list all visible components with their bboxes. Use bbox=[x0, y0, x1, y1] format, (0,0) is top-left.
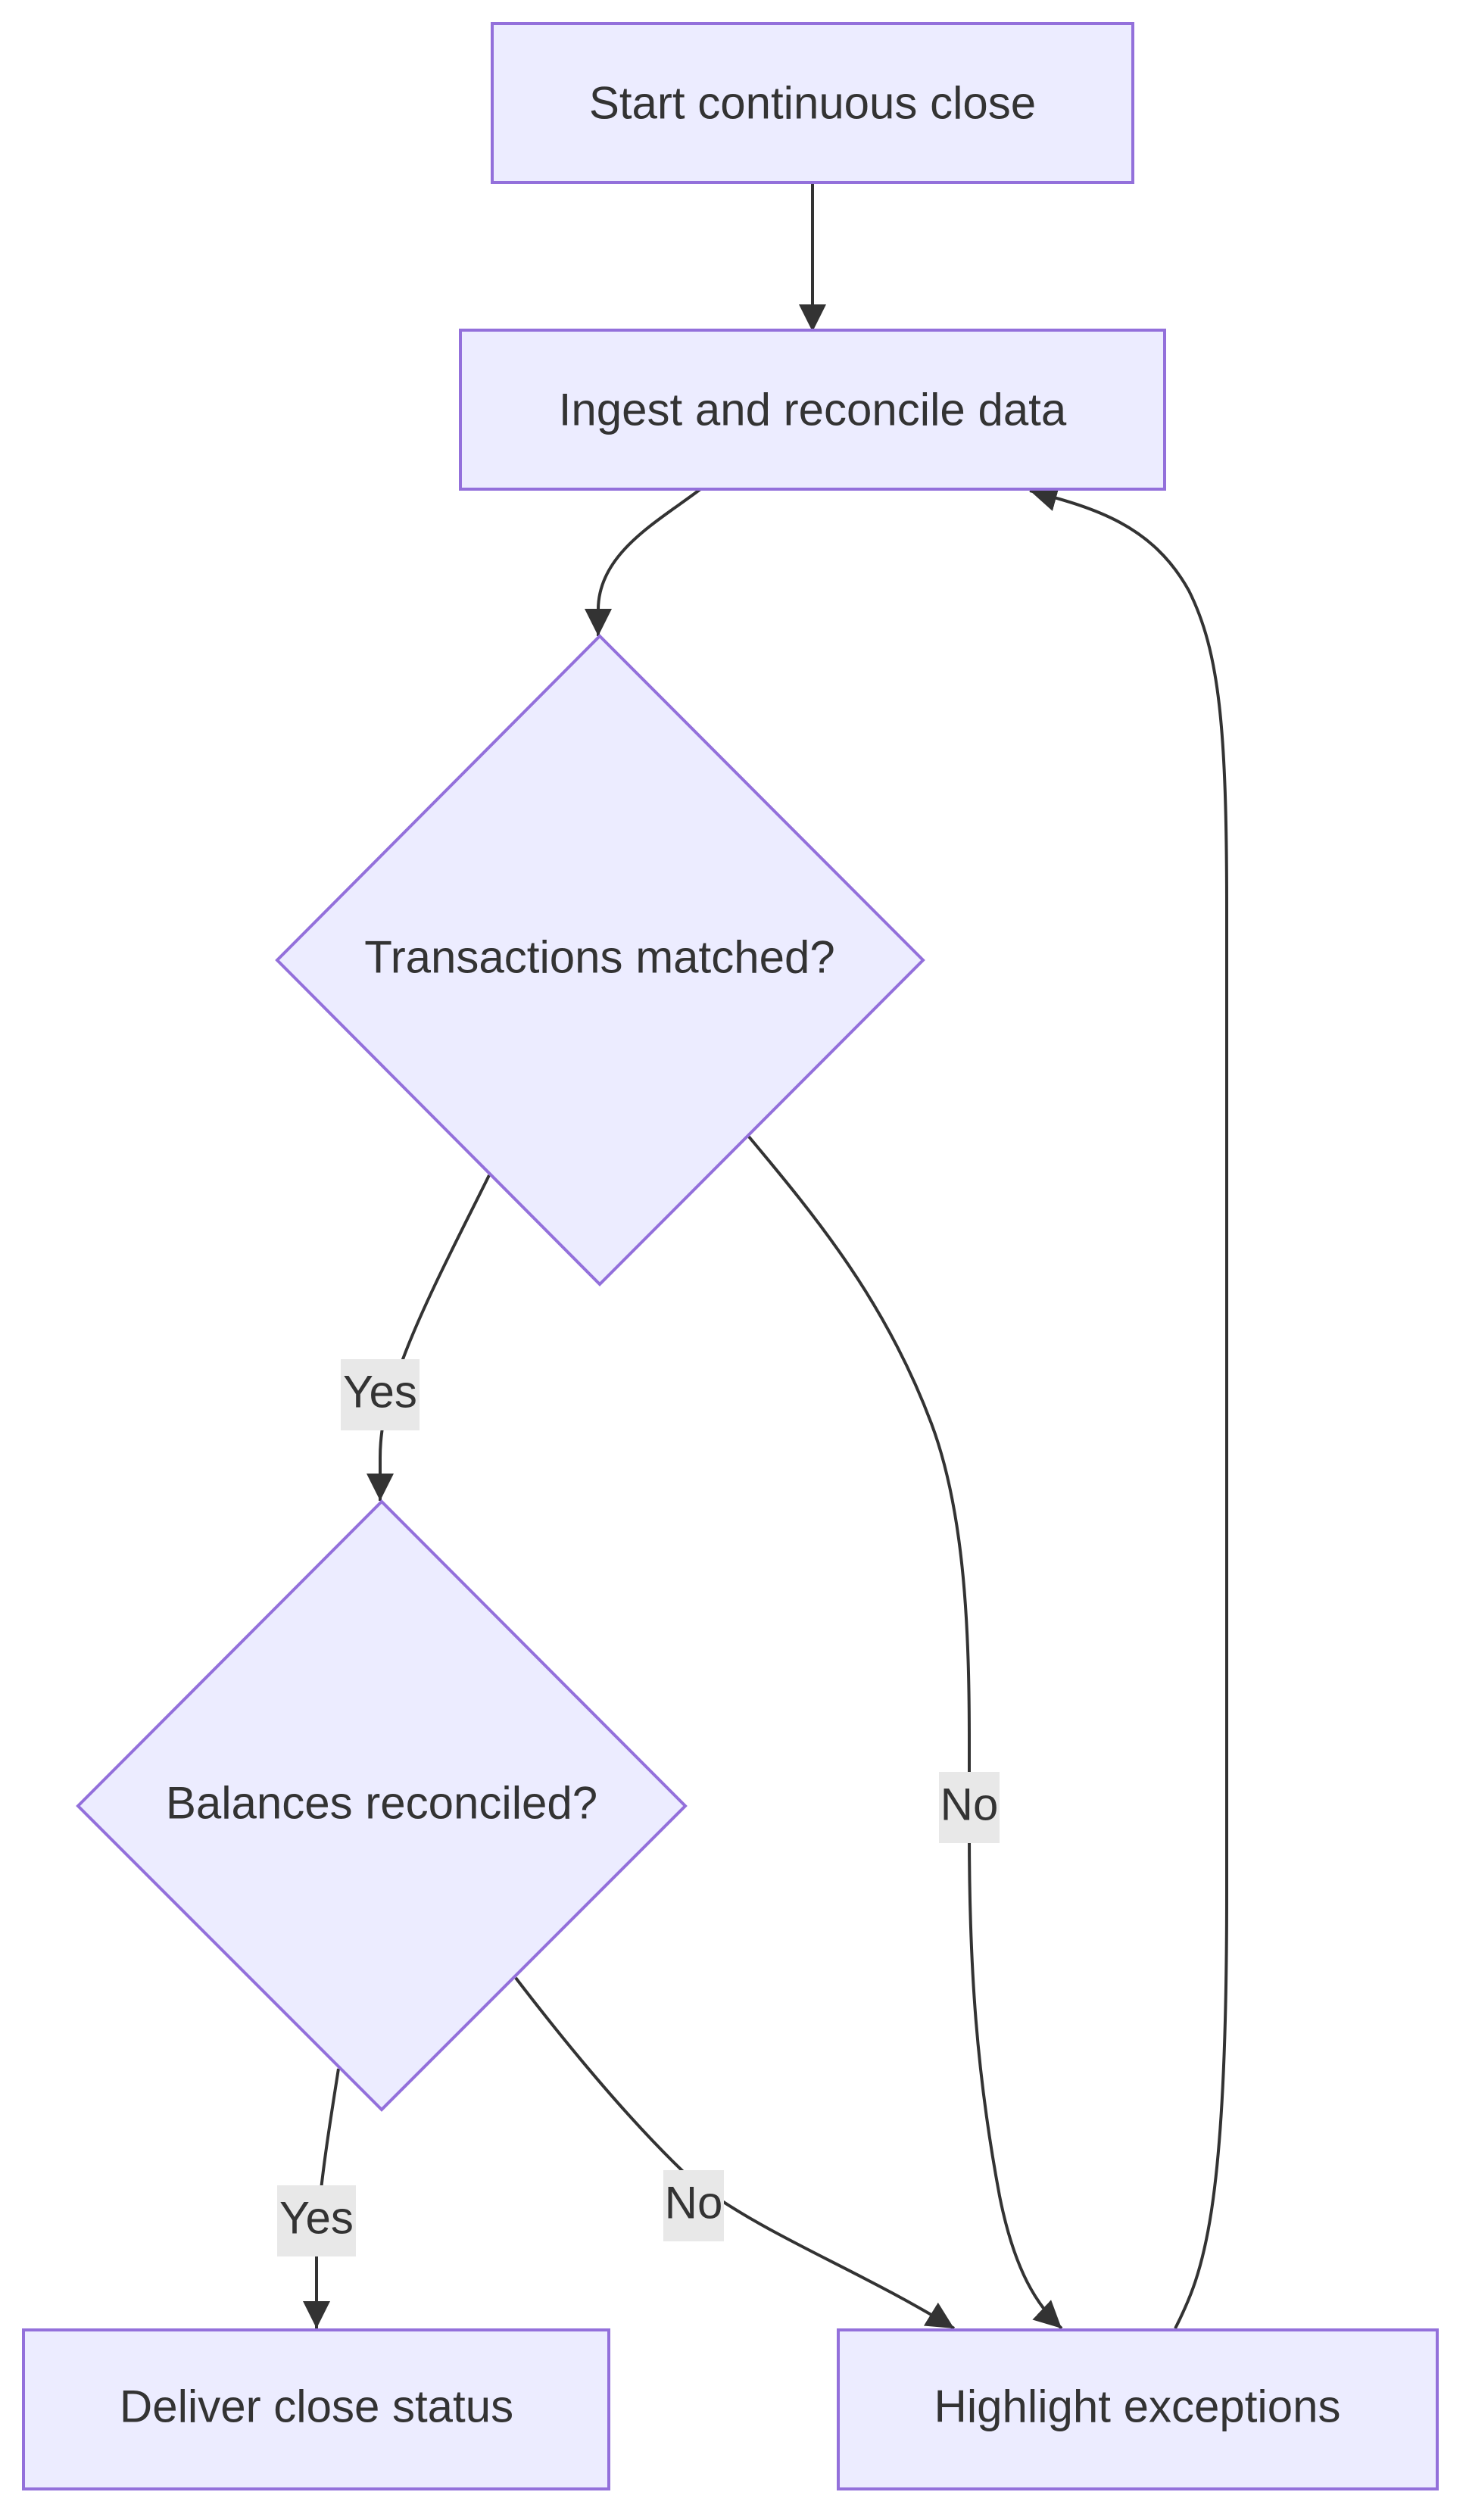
node-ingest-label: Ingest and reconcile data bbox=[559, 385, 1067, 435]
edge-label-text: Yes bbox=[279, 2193, 354, 2244]
edge-label-text: No bbox=[940, 1779, 999, 1830]
edge-label-bg bbox=[341, 1359, 420, 1430]
edge-label-bg bbox=[939, 1772, 1000, 1843]
edge-matched-to-balances bbox=[366, 1174, 491, 1501]
edge-label-balances-no: No bbox=[663, 2170, 724, 2241]
node-ingest-shape bbox=[459, 329, 1166, 491]
node-balances-label: Balances reconciled? bbox=[166, 1778, 597, 1829]
edge-label-text: Yes bbox=[343, 1367, 417, 1418]
node-matched-label: Transactions matched? bbox=[364, 932, 834, 983]
edge-matched-to-exceptions bbox=[747, 1134, 1063, 2330]
node-exceptions-label: Highlight exceptions bbox=[934, 2381, 1341, 2432]
edge-label-text: No bbox=[665, 2178, 723, 2228]
edge-label-bg bbox=[277, 2185, 356, 2256]
edge-exceptions-to-ingest bbox=[1029, 485, 1228, 2329]
edge-ingest-to-matched bbox=[585, 488, 702, 636]
node-start-shape bbox=[491, 22, 1134, 184]
node-deliver: Deliver close status bbox=[22, 2328, 610, 2490]
node-matched: Transactions matched? bbox=[275, 634, 925, 1287]
edge-label-balances-yes: Yes bbox=[277, 2185, 356, 2256]
node-deliver-label: Deliver close status bbox=[120, 2381, 513, 2432]
node-start-label: Start continuous close bbox=[589, 78, 1036, 129]
node-balances-shape bbox=[76, 1499, 688, 2112]
node-ingest: Ingest and reconcile data bbox=[459, 329, 1166, 491]
edge-label-matched-no: No bbox=[939, 1772, 1000, 1843]
node-exceptions-shape bbox=[837, 2328, 1439, 2490]
node-deliver-shape bbox=[22, 2328, 610, 2490]
node-matched-shape bbox=[275, 634, 925, 1287]
edge-balances-to-exceptions bbox=[514, 1976, 956, 2330]
node-exceptions: Highlight exceptions bbox=[837, 2328, 1439, 2490]
edge-label-bg bbox=[663, 2170, 724, 2241]
node-start: Start continuous close bbox=[491, 22, 1134, 184]
node-balances: Balances reconciled? bbox=[76, 1499, 688, 2112]
edge-label-matched-yes: Yes bbox=[341, 1359, 420, 1430]
